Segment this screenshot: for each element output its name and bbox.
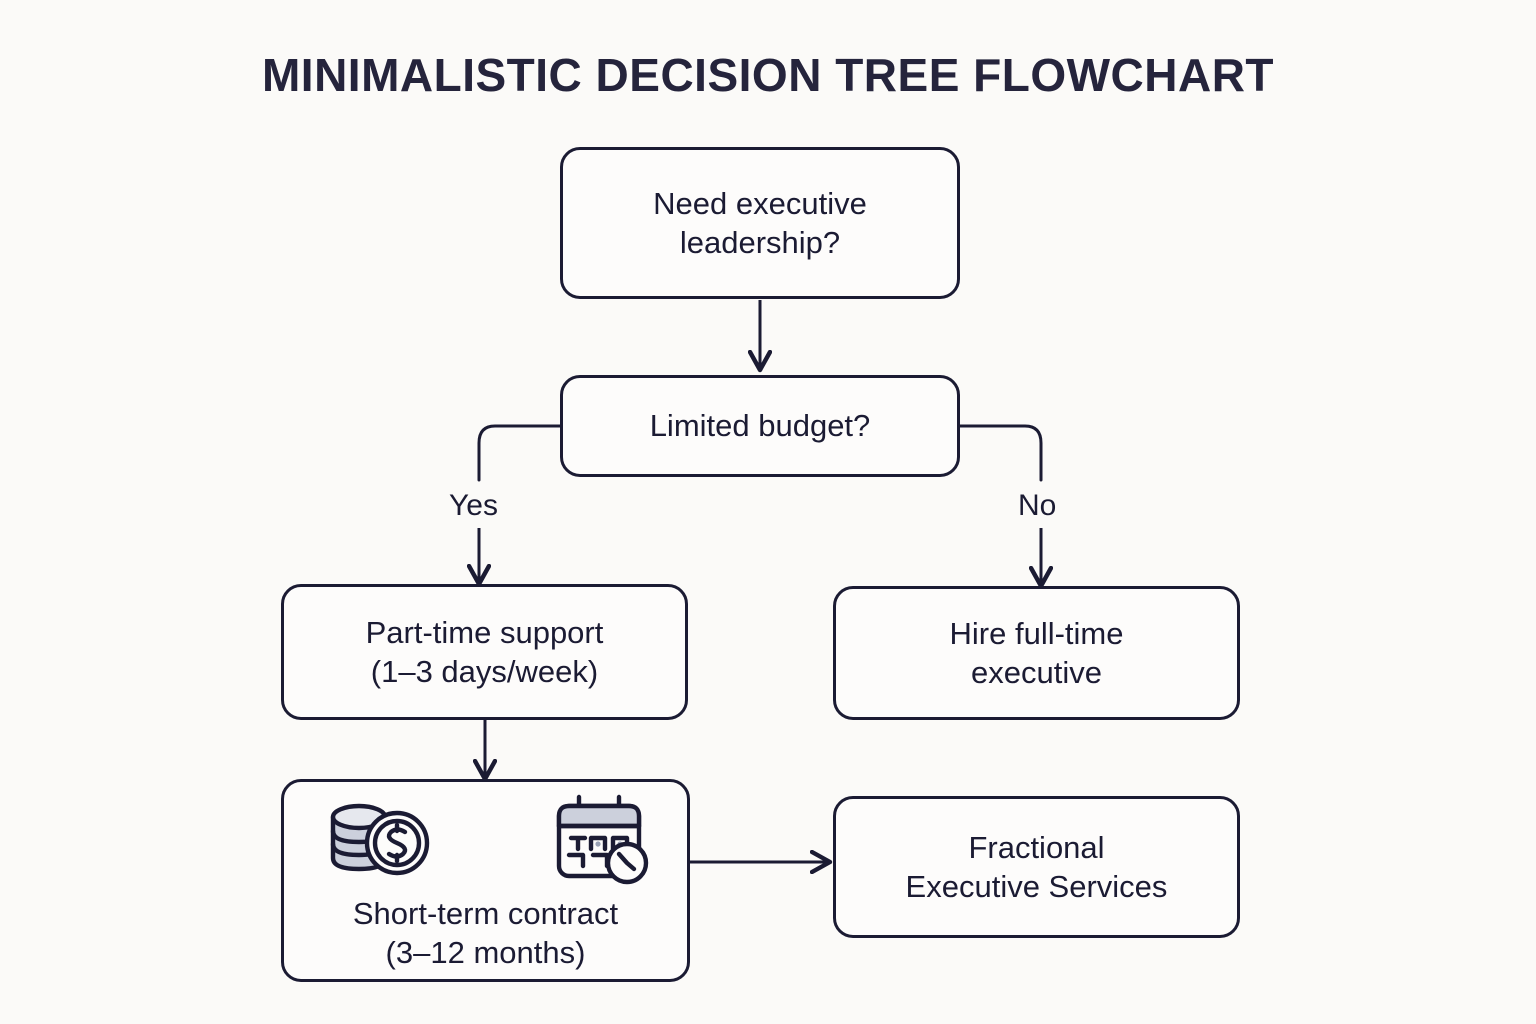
node-line-2: (1–3 days/week) (370, 654, 599, 689)
edge-label-no: No (1018, 489, 1057, 522)
node-line-2: leadership? (679, 225, 841, 260)
node-line-1: Part-time support (365, 614, 604, 650)
node-line-2: (3–12 months) (385, 935, 586, 971)
node-line-1: Limited budget? (649, 408, 871, 444)
node-part-time-support[interactable]: Part-time support (1–3 days/week) (281, 584, 688, 720)
node-need-executive-leadership[interactable]: Need executive leadership? (560, 147, 960, 299)
node-line-1: Fractional (968, 829, 1105, 865)
icon-row (284, 795, 687, 890)
node-line-1: Hire full-time (949, 615, 1124, 651)
node-short-term-contract[interactable]: Short-term contract (3–12 months) (281, 779, 690, 982)
connector-decision-no-shoulder (958, 424, 1043, 482)
node-text-block: Short-term contract (3–12 months) (353, 894, 618, 973)
node-line-2: executive (971, 655, 1102, 690)
node-line-1: Short-term contract (352, 896, 619, 931)
edge-label-yes: Yes (449, 489, 498, 522)
node-fractional-executive-services[interactable]: Fractional Executive Services (833, 796, 1240, 938)
node-line-2: Executive Services (905, 869, 1168, 904)
page-title: MINIMALISTIC DECISION TREE FLOWCHART (261, 49, 1275, 101)
coins-dollar-icon (321, 798, 439, 889)
node-limited-budget[interactable]: Limited budget? (560, 375, 960, 477)
connector-decision-yes-shoulder (477, 424, 562, 482)
node-hire-full-time-executive[interactable]: Hire full-time executive (833, 586, 1240, 720)
calendar-clock-icon (551, 793, 651, 894)
node-line-1: Need executive (653, 185, 867, 221)
